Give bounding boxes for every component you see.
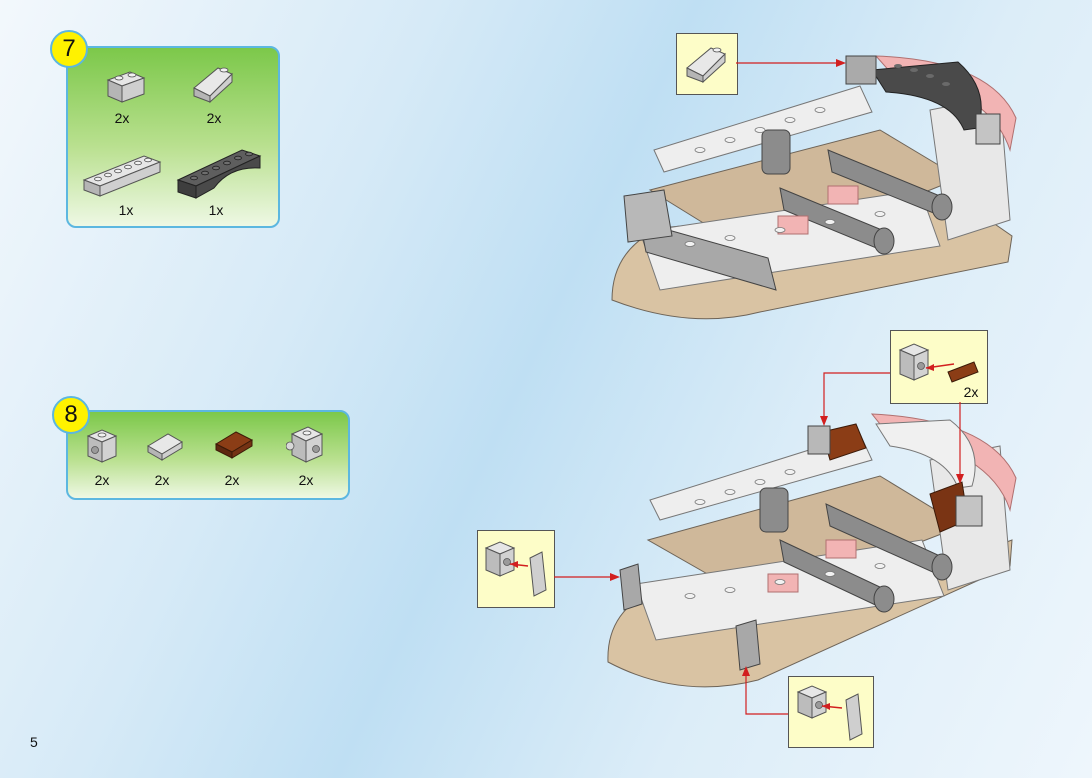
- side-stud-brick-with-brown-tile-icon: [898, 343, 979, 383]
- light-gray-slope-brick-icon: [193, 67, 233, 104]
- light-gray-brick-1x2-icon: [106, 71, 146, 103]
- light-gray-side-stud-brick-icon: [86, 429, 118, 463]
- step-8-top-callout-qty: 2x: [963, 384, 979, 400]
- step-7-part-2-qty: 2x: [206, 110, 222, 126]
- page-number: 5: [30, 734, 38, 750]
- step-8-part-3-qty: 2x: [224, 472, 240, 488]
- light-gray-brick-1x6-icon: [82, 155, 162, 197]
- step-7-part-3-qty: 1x: [118, 202, 134, 218]
- step-8-part-1-qty: 2x: [94, 472, 110, 488]
- step-8-part-2-qty: 2x: [154, 472, 170, 488]
- light-gray-double-side-stud-brick-icon: [286, 426, 324, 463]
- dark-gray-arch-brick-icon: [176, 149, 262, 199]
- light-gray-slope-brick-icon: [686, 47, 726, 84]
- step-7-number-badge: 7: [50, 30, 88, 68]
- brown-slope-tile-icon: [214, 431, 254, 459]
- step-8-number-badge: 8: [52, 396, 90, 434]
- side-stud-brick-with-gray-tile-icon: [796, 685, 863, 741]
- light-gray-slope-tile-icon: [147, 433, 183, 461]
- step-7-part-1-qty: 2x: [114, 110, 130, 126]
- step-8-part-4-qty: 2x: [298, 472, 314, 488]
- step-7-part-4-qty: 1x: [208, 202, 224, 218]
- side-stud-brick-with-gray-tile-icon: [484, 541, 547, 597]
- step-7-parts-panel: [66, 46, 280, 228]
